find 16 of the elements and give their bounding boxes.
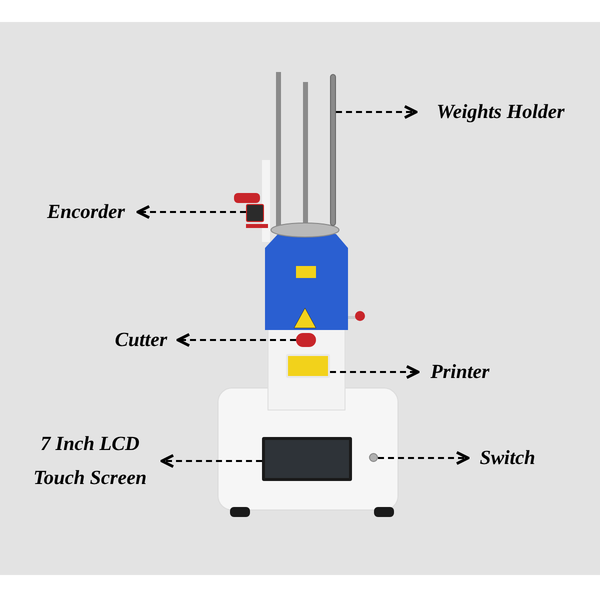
leader-arrow: [136, 205, 246, 219]
printer-panel: [286, 354, 330, 378]
leader-arrow: [160, 454, 262, 468]
callout-label: Encorder: [47, 200, 125, 225]
callout-label: Weights Holder: [436, 100, 564, 125]
callout-label: Printer: [430, 360, 490, 385]
leader-arrow: [176, 333, 296, 347]
callout-label: 7 Inch LCD Touch Screen: [32, 432, 148, 491]
encoder-box: [246, 204, 264, 222]
leader-arrow: [330, 365, 420, 379]
callout-label: Cutter: [114, 328, 168, 353]
rod: [330, 74, 336, 226]
touch-screen: [262, 437, 352, 481]
leader-arrow: [336, 105, 418, 119]
callout-label: Switch: [480, 446, 536, 471]
leader-arrow: [378, 451, 470, 465]
